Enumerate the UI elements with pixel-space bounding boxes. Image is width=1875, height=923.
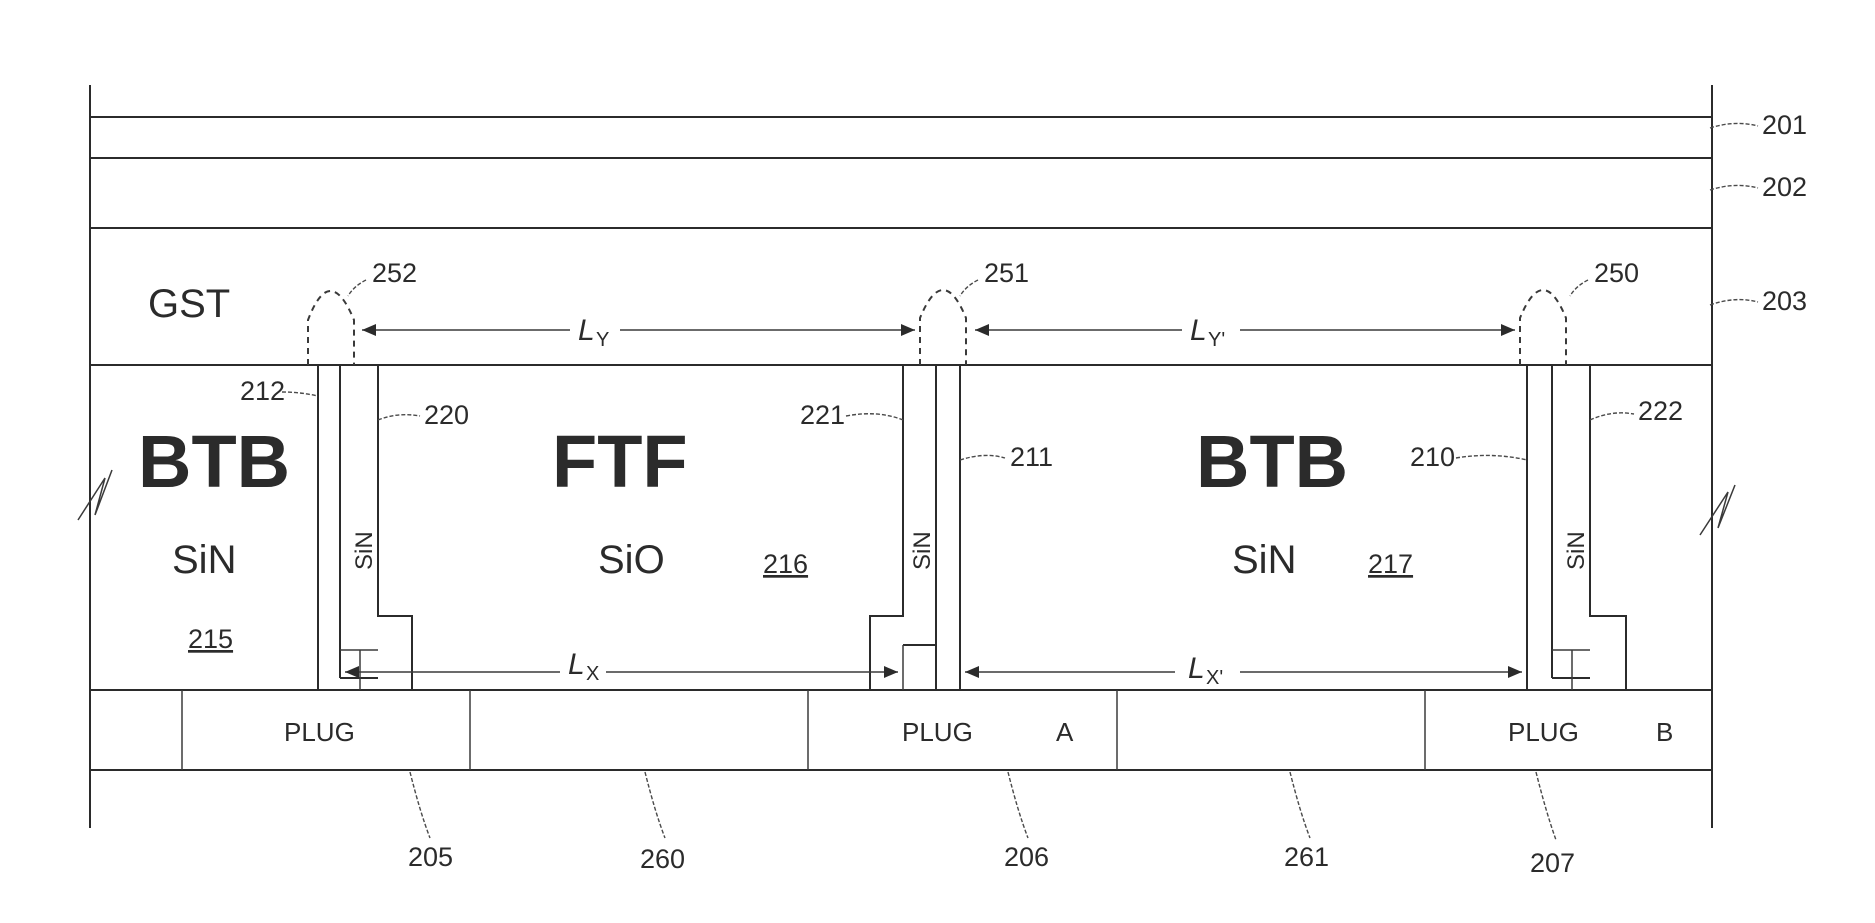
gst-label: GST	[148, 282, 230, 326]
ref-203: 203	[1762, 286, 1807, 316]
ref-206: 206	[1004, 842, 1049, 872]
ref-211: 211	[1010, 442, 1053, 472]
plug-dividers	[182, 690, 1425, 770]
ly-prime-subscript: Y'	[1208, 329, 1225, 351]
middle-liner	[870, 365, 960, 690]
sin-liner-right: SiN	[1563, 531, 1590, 570]
liner-refs: 212 220 221 211 210 222	[240, 376, 1683, 472]
ref-210: 210	[1410, 442, 1455, 472]
sin-liner-left: SiN	[351, 531, 378, 570]
bottom-refs: 205 260 206 261 207	[408, 772, 1575, 878]
plug-206-label: PLUG	[902, 717, 973, 747]
contact-domes	[308, 290, 1566, 365]
ly-label: L	[578, 314, 595, 347]
ftf-material: SiO	[598, 538, 665, 582]
btb-left-material: SiN	[172, 538, 236, 582]
plug-205-label: PLUG	[284, 717, 355, 747]
plug-207-label: PLUG	[1508, 717, 1579, 747]
ref-215: 215	[188, 624, 233, 654]
ref-261: 261	[1284, 842, 1329, 872]
ref-221: 221	[800, 400, 845, 430]
ref-260: 260	[640, 844, 685, 874]
layer-labels: GST 201 202 203	[148, 110, 1807, 326]
sin-liner-middle: SiN	[909, 531, 936, 570]
btb-left-title: BTB	[138, 420, 290, 503]
plug-labels: PLUG PLUG A PLUG B	[284, 717, 1673, 747]
ftf-title: FTF	[552, 420, 688, 503]
ref-212: 212	[240, 376, 285, 406]
ref-201: 201	[1762, 110, 1807, 140]
btb-right-title: BTB	[1196, 420, 1348, 503]
ref-216: 216	[763, 549, 808, 579]
ref-252: 252	[372, 258, 417, 288]
btb-right-material: SiN	[1232, 538, 1296, 582]
lx-subscript: X	[586, 663, 599, 685]
ref-250: 250	[1594, 258, 1639, 288]
ref-207: 207	[1530, 848, 1575, 878]
plug-206-tag: A	[1056, 717, 1074, 747]
lx-prime-label: L	[1188, 652, 1205, 685]
ref-251: 251	[984, 258, 1029, 288]
ref-220: 220	[424, 400, 469, 430]
ref-217: 217	[1368, 549, 1413, 579]
region-labels: BTB SiN 215 FTF SiO 216 BTB SiN 217	[138, 420, 1413, 654]
ref-222: 222	[1638, 396, 1683, 426]
plug-207-tag: B	[1656, 717, 1673, 747]
ly-prime-label: L	[1190, 314, 1207, 347]
right-liner	[1527, 365, 1626, 690]
ref-202: 202	[1762, 172, 1807, 202]
lx-label: L	[568, 648, 585, 681]
ref-205: 205	[408, 842, 453, 872]
left-liner	[318, 365, 412, 690]
ly-subscript: Y	[596, 329, 609, 351]
contact-refs: 252 251 250	[348, 258, 1639, 296]
lx-prime-subscript: X'	[1206, 667, 1223, 689]
